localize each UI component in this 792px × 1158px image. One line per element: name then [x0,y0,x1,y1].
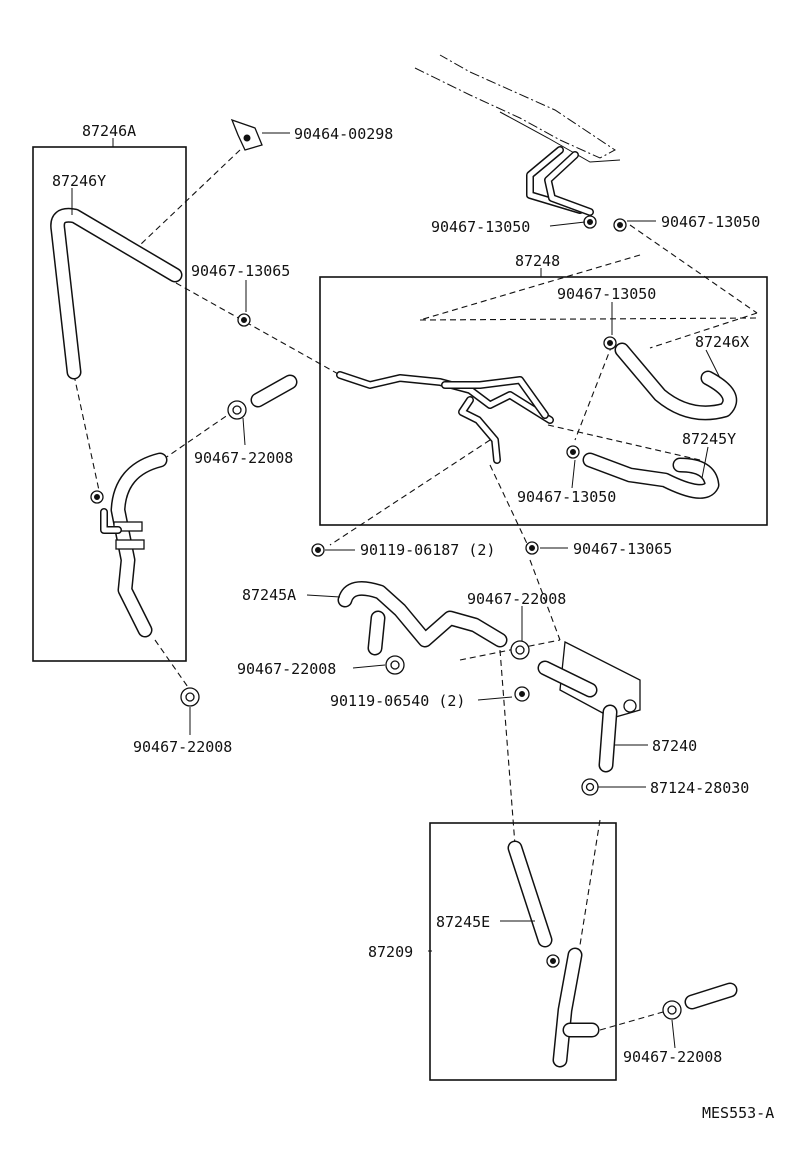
heater-unit-outline [414,54,621,216]
hose-87245Y [582,452,720,499]
clip-90464-00298-symbol [230,118,263,151]
label-90119-06540: 90119-06540 (2) [330,692,465,710]
label-87209: 87209 [368,943,413,961]
label-87246X: 87246X [695,333,749,351]
label-90467-13050-c: 90467-13050 [557,285,656,303]
label-90464-00298: 90464-00298 [294,125,393,143]
hose-87209 [552,947,600,1068]
pipe-assembly-87248 [336,371,554,464]
hose-87246Y [50,207,183,380]
label-87245A: 87245A [242,586,296,604]
label-90467-22008-e: 90467-22008 [623,1048,722,1066]
group-box-87248 [319,276,768,526]
hose-87245A [337,580,508,656]
label-90119-06187: 90119-06187 (2) [360,541,495,559]
hose-87245E [507,840,553,948]
drawing-code: MES553-A [702,1104,774,1122]
label-90467-22008-d: 90467-22008 [237,660,336,678]
label-90467-22008-a: 90467-22008 [194,449,293,467]
part-labels: 87246A 87246Y 90464-00298 90467-13065 90… [52,122,774,1122]
label-90467-13050-d: 90467-13050 [517,488,616,506]
connection-lines [73,149,758,1031]
label-90467-13050-a: 90467-13050 [431,218,530,236]
hose-87246X [614,342,738,421]
hose-stub-right [250,374,738,1010]
label-87124-28030: 87124-28030 [650,779,749,797]
label-87246A: 87246A [82,122,136,140]
label-87246Y: 87246Y [52,172,106,190]
water-valve-87240 [537,640,641,773]
label-90467-13065-b: 90467-13065 [573,540,672,558]
label-87245E: 87245E [436,913,490,931]
label-90467-13065-a: 90467-13065 [191,262,290,280]
leader-lines [71,132,721,1049]
hose-left-lower [100,452,168,638]
label-87240: 87240 [652,737,697,755]
label-87248: 87248 [515,252,560,270]
group-box-87246A [32,146,187,662]
label-87245Y: 87245Y [682,430,736,448]
clamp-symbols [90,215,682,1020]
label-90467-22008-b: 90467-22008 [133,738,232,756]
label-90467-13050-b: 90467-13050 [661,213,760,231]
label-90467-22008-c: 90467-22008 [467,590,566,608]
